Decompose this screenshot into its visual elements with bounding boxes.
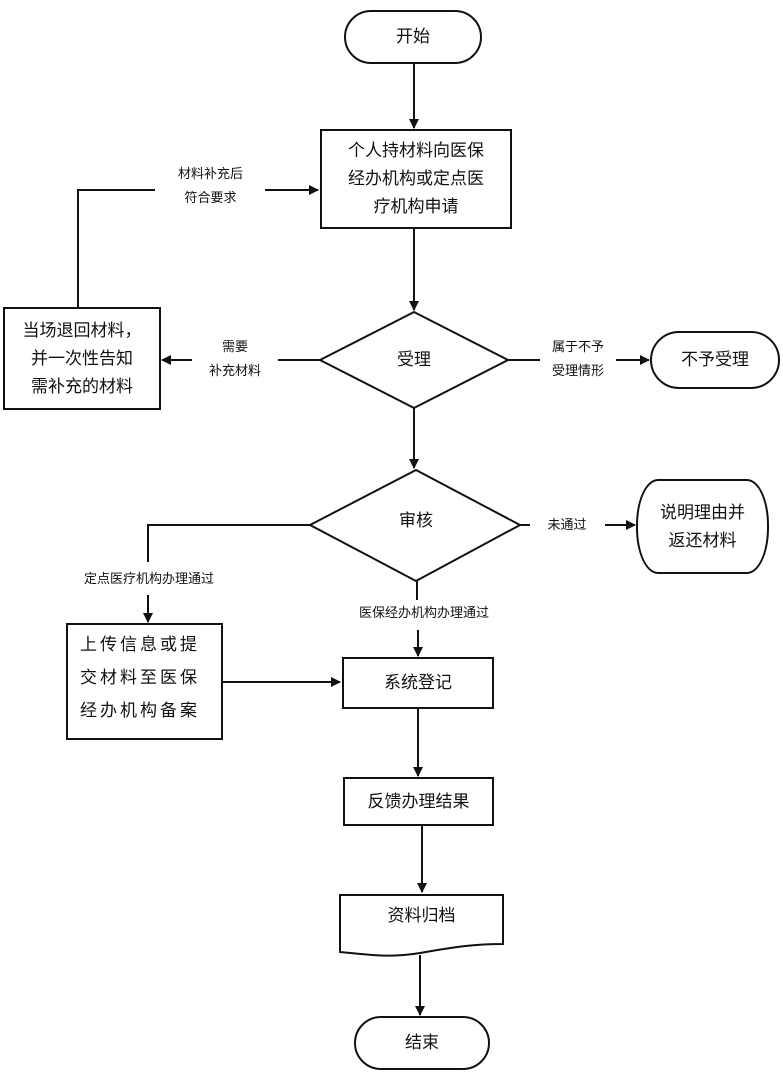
apply-node: 个人持材料向医保 经办机构或定点医 疗机构申请	[320, 129, 512, 229]
need-supplement-edge-label: 需要 补充材料	[192, 336, 278, 384]
feedback-label: 反馈办理结果	[367, 791, 470, 812]
agency-passed-edge-label: 医保经办机构办理通过	[336, 602, 512, 626]
review-node: 审核	[376, 505, 456, 537]
register-node: 系统登记	[342, 657, 494, 709]
apply-label: 个人持材料向医保 经办机构或定点医 疗机构申请	[348, 141, 484, 217]
end-node: 结束	[354, 1016, 490, 1070]
resubmit-edge-label: 材料补充后 符合要求	[158, 163, 263, 211]
reject-node: 不予受理	[650, 331, 780, 389]
explain-label: 说明理由并 返还材料	[660, 502, 745, 551]
start-label: 开始	[396, 27, 430, 47]
accept-node: 受理	[374, 344, 454, 376]
not-accepted-edge-label: 属于不予 受理情形	[540, 336, 616, 384]
end-label: 结束	[405, 1033, 439, 1053]
upload-label: 上传信息或提 交材料至医保 经办机构备案	[80, 635, 200, 721]
register-label: 系统登记	[384, 673, 452, 693]
review-label: 审核	[399, 511, 433, 531]
accept-label: 受理	[397, 350, 431, 370]
return-materials-label: 当场退回材料， 并一次性告知 需补充的材料	[22, 320, 142, 397]
archive-label: 资料归档	[387, 906, 456, 926]
edge-return-apply	[77, 189, 155, 307]
feedback-node: 反馈办理结果	[343, 777, 494, 826]
designated-passed-edge-label: 定点医疗机构办理通过	[56, 568, 242, 592]
upload-node: 上传信息或提 交材料至医保 经办机构备案	[66, 623, 223, 740]
edge-review-upload	[147, 524, 310, 562]
archive-document-shape	[339, 894, 504, 957]
archive-node: 资料归档	[340, 899, 503, 933]
explain-node: 说明理由并 返还材料	[636, 479, 769, 574]
reject-label: 不予受理	[681, 350, 749, 370]
not-passed-edge-label: 未通过	[532, 514, 602, 538]
return-materials-node: 当场退回材料， 并一次性告知 需补充的材料	[3, 307, 161, 410]
start-node: 开始	[344, 10, 482, 64]
